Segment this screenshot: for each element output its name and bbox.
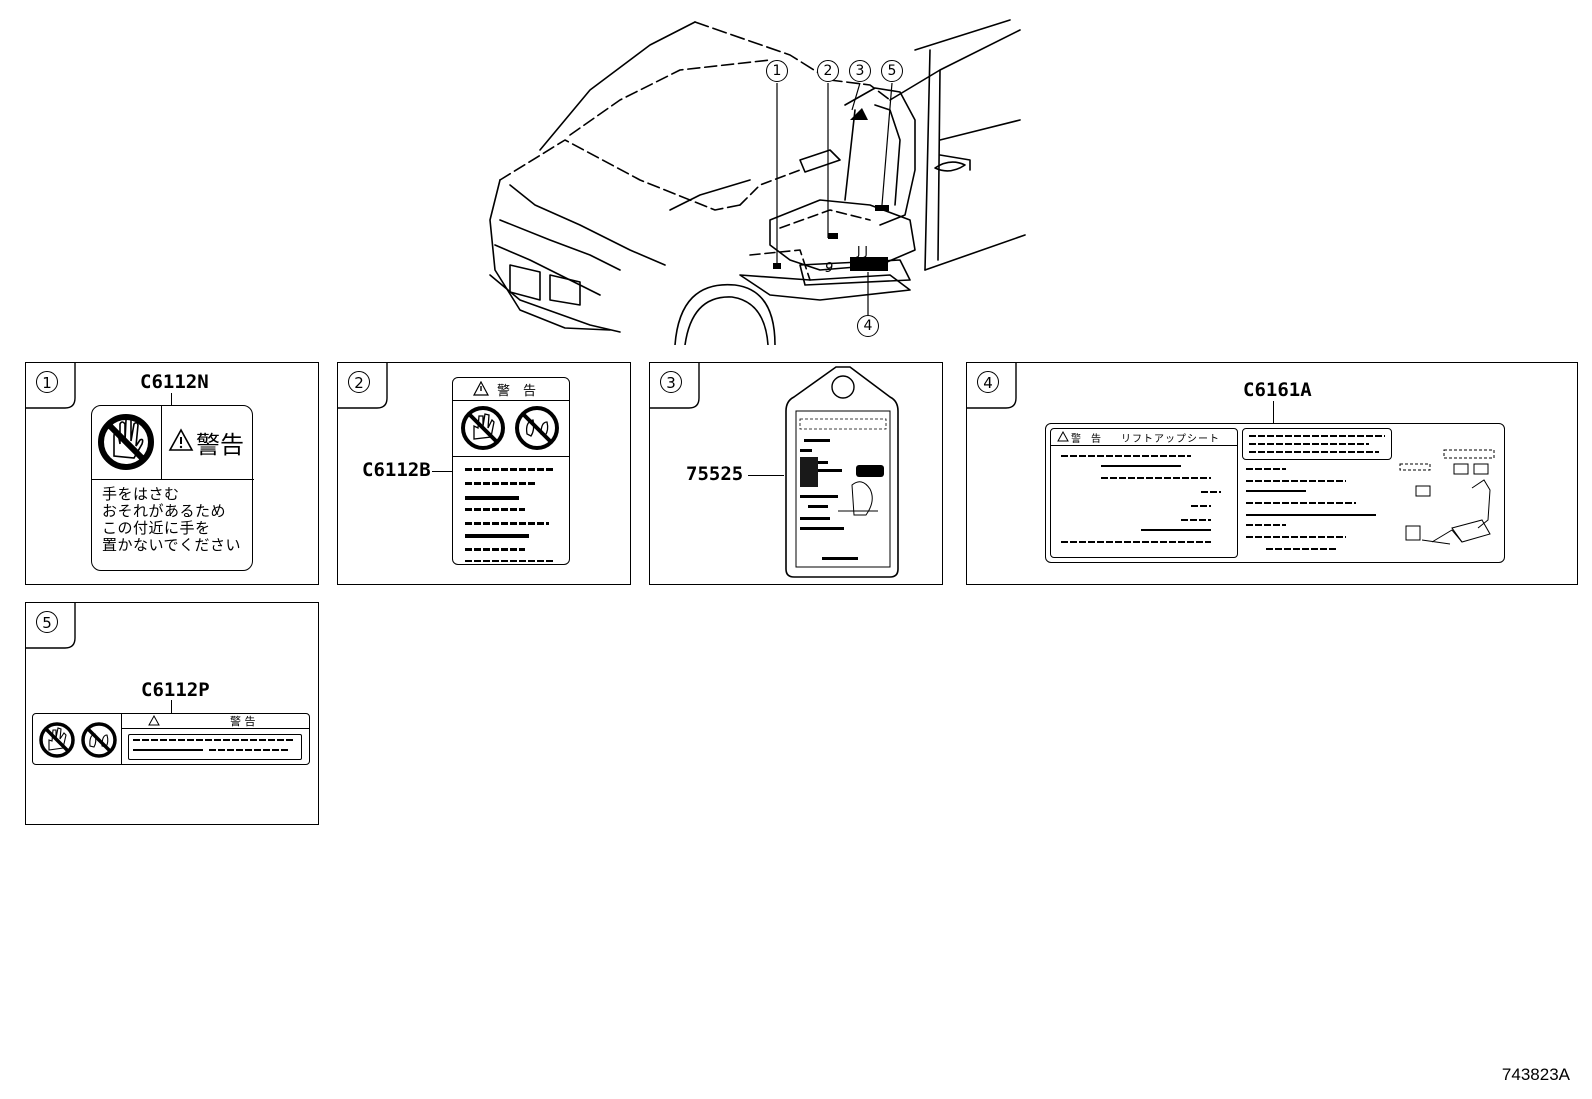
warning-text: 警告 bbox=[196, 431, 244, 459]
panel-number: 1 bbox=[36, 371, 58, 393]
no-hand-icon bbox=[98, 414, 154, 470]
svg-text:9: 9 bbox=[825, 261, 833, 276]
part-code: C6112P bbox=[141, 679, 210, 701]
warning-triangle-icon bbox=[1057, 431, 1069, 442]
vehicle-line-drawing: 9 J J bbox=[489, 19, 1026, 346]
warning-triangle-icon bbox=[168, 428, 194, 451]
label-c6112n: 警告 手をはさむ おそれがあるため この付近に手を 置かないでください bbox=[91, 405, 254, 571]
callout-1: 1 bbox=[766, 60, 788, 82]
callout-2: 2 bbox=[817, 60, 839, 82]
header-text: 警 告 bbox=[230, 715, 256, 728]
panel-3: 3 75525 bbox=[649, 362, 943, 585]
part-code: C6112B bbox=[362, 459, 431, 481]
label-c6161a: 警 告 リフトアップシート bbox=[1045, 423, 1505, 563]
vehicle-overview: 9 J J 1 2 3 5 4 bbox=[470, 10, 1050, 346]
label-line: おそれがあるため bbox=[102, 502, 227, 520]
header-title: リフトアップシート bbox=[1121, 434, 1220, 445]
label-c6112p: 警 告 bbox=[32, 713, 310, 765]
part-code: C6112N bbox=[140, 371, 209, 393]
label-line: この付近に手を bbox=[102, 519, 211, 537]
no-hand-icon bbox=[461, 406, 505, 450]
panel-number: 2 bbox=[348, 371, 370, 393]
label-line: 手をはさむ bbox=[102, 485, 180, 503]
seat-diagram bbox=[1399, 449, 1495, 545]
part-code: C6161A bbox=[1243, 379, 1312, 401]
callout-5: 5 bbox=[881, 60, 903, 82]
label-line: 置かないでください bbox=[102, 536, 242, 554]
panel-number: 3 bbox=[660, 371, 682, 393]
panel-tab bbox=[26, 363, 76, 409]
warning-triangle-icon bbox=[148, 715, 160, 726]
warning-triangle-icon bbox=[473, 381, 489, 396]
no-feet-icon bbox=[81, 722, 117, 758]
panel-2: 2 C6112B 警 告 bbox=[337, 362, 631, 585]
svg-text:J J: J J bbox=[856, 244, 868, 258]
callout-3: 3 bbox=[849, 60, 871, 82]
label-c6112b: 警 告 bbox=[452, 377, 570, 565]
callout-4: 4 bbox=[857, 315, 879, 337]
panel-5: 5 C6112P 警 告 bbox=[25, 602, 319, 825]
hang-tag-75525 bbox=[785, 366, 899, 578]
panel-4: 4 C6161A 警 告 リフトアップシート bbox=[966, 362, 1578, 585]
panel-number: 5 bbox=[36, 611, 58, 633]
part-code: 75525 bbox=[686, 463, 744, 485]
panel-1: 1 C6112N 警告 手をはさむ おそれがあるため この付近に手を 置かないで… bbox=[25, 362, 319, 585]
no-feet-icon bbox=[515, 406, 559, 450]
header-text: 警 告 bbox=[1071, 434, 1101, 445]
no-hand-icon bbox=[39, 722, 75, 758]
figure-id: 743823A bbox=[1501, 1065, 1570, 1084]
header-text: 警 告 bbox=[497, 384, 537, 399]
panel-number: 4 bbox=[977, 371, 999, 393]
